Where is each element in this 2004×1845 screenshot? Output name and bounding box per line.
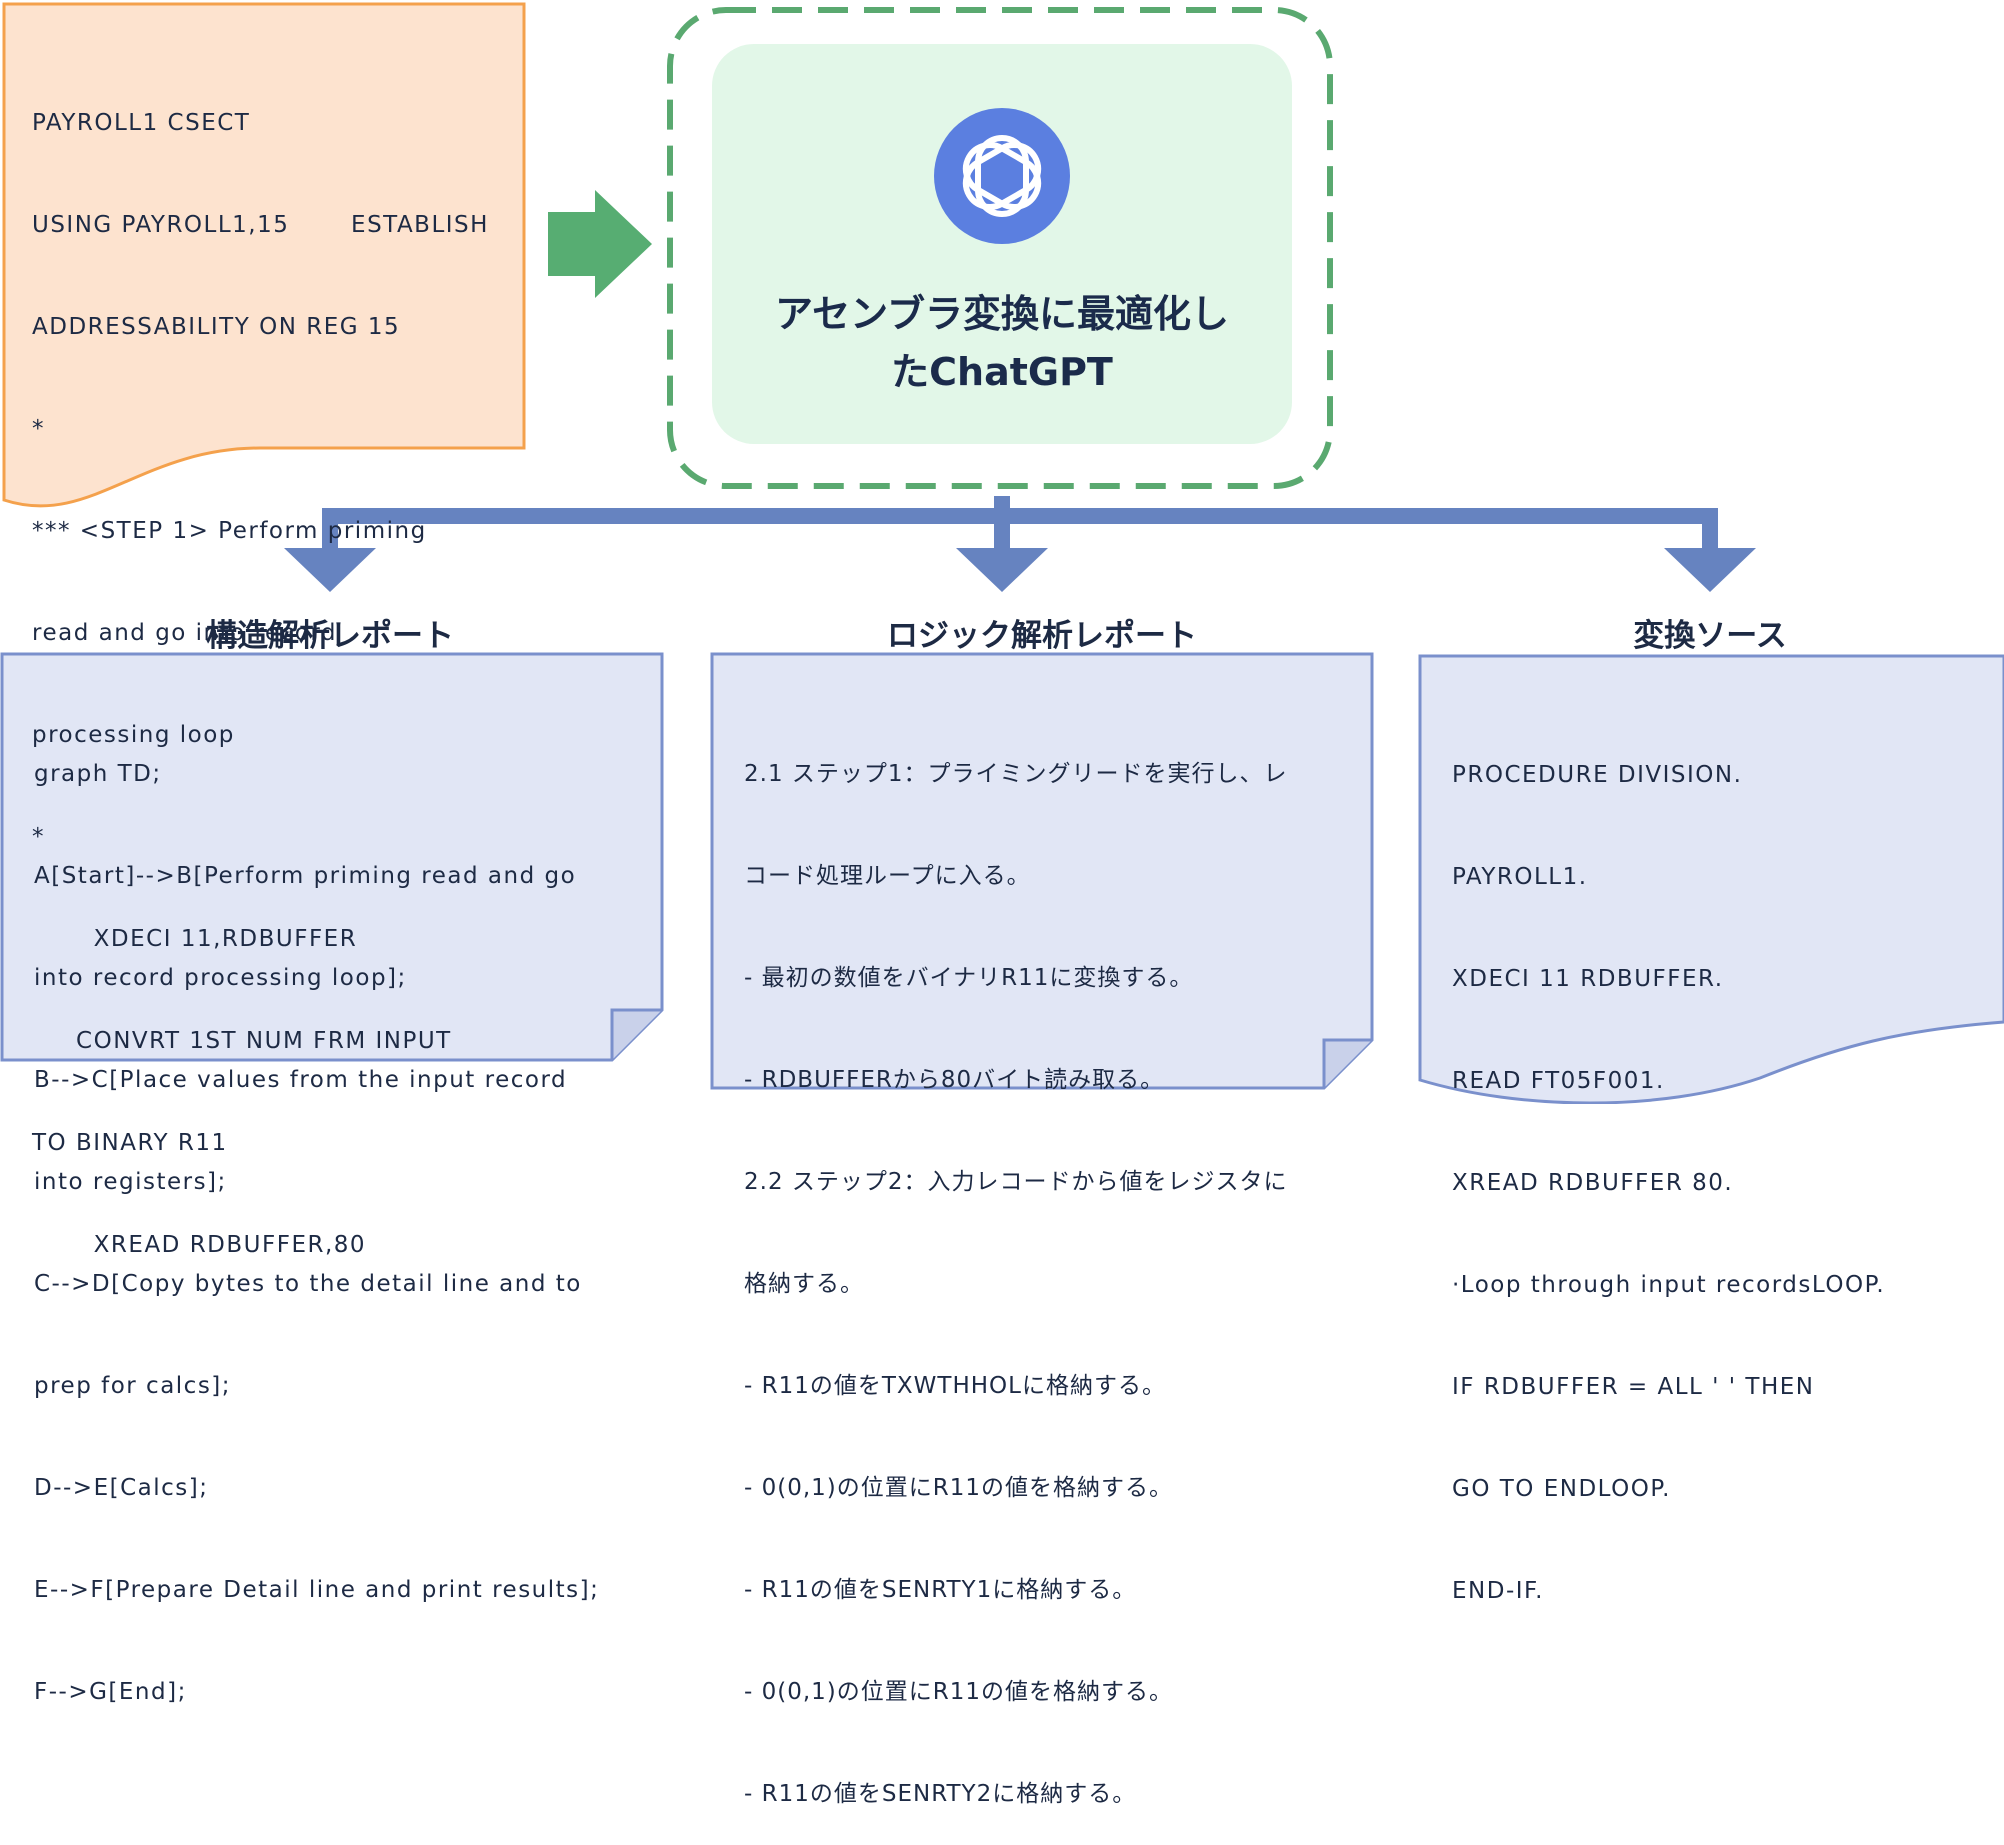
report-line: コード処理ループに入る。 xyxy=(744,863,1031,889)
report-line: - 0(0,1)の位置にR11の値を格納する。 xyxy=(744,1475,1174,1501)
source-line: ADDRESSABILITY ON REG 15 xyxy=(32,314,401,340)
structure-report-heading: 構造解析レポート xyxy=(206,618,454,654)
chatgpt-title-line2: たChatGPT xyxy=(891,350,1113,394)
chatgpt-dashed-frame xyxy=(667,7,1333,489)
structure-report-body: graph TD; A[Start]-->B[Perform priming r… xyxy=(34,689,599,1743)
report-line: READ FT05F001. xyxy=(1452,1068,1665,1094)
structure-report-fold xyxy=(610,1008,662,1060)
report-line: B-->C[Place values from the input record xyxy=(34,1067,568,1093)
report-line: 2.2 ステップ2：入力レコードから値をレジスタに xyxy=(744,1169,1288,1195)
report-line: A[Start]-->B[Perform priming read and go xyxy=(34,863,577,889)
report-line: 2.1 ステップ1：プライミングリードを実行し、レ xyxy=(744,761,1288,787)
logic-report-heading: ロジック解析レポート xyxy=(887,618,1197,654)
report-line: - RDBUFFERから80バイト読み取る。 xyxy=(744,1067,1165,1093)
source-line: PAYROLL1 CSECT xyxy=(32,110,251,136)
chatgpt-logo-icon xyxy=(934,108,1070,244)
source-line: XDECI 11,RDBUFFER xyxy=(32,926,358,952)
report-line: XDECI 11 RDBUFFER. xyxy=(1452,966,1724,992)
source-line: *** <STEP 1> Perform priming xyxy=(32,518,427,544)
report-line: PROCEDURE DIVISION. xyxy=(1452,762,1743,788)
report-line: - 0(0,1)の位置にR11の値を格納する。 xyxy=(744,1679,1174,1705)
source-document-shape xyxy=(2,2,526,508)
report-line: into registers]; xyxy=(34,1169,227,1195)
report-line: - R11の値をSENRTY2に格納する。 xyxy=(744,1781,1137,1807)
chatgpt-title: アセンブラ変換に最適化し たChatGPT xyxy=(712,285,1292,401)
source-line: * xyxy=(32,416,45,442)
report-line: END-IF. xyxy=(1452,1578,1544,1604)
report-line: into record processing loop]; xyxy=(34,965,407,991)
converted-source-body: PROCEDURE DIVISION. PAYROLL1. XDECI 11 R… xyxy=(1452,690,1885,1642)
report-line: - R11の値をSENRTY1に格納する。 xyxy=(744,1577,1137,1603)
report-line: D-->E[Calcs]; xyxy=(34,1475,209,1501)
green-input-arrow xyxy=(548,190,652,298)
diagram-canvas xyxy=(0,2,2004,1104)
report-line: IF RDBUFFER = ALL ' ' THEN xyxy=(1452,1374,1815,1400)
report-line: 格納する。 xyxy=(744,1271,864,1297)
report-line: C-->D[Copy bytes to the detail line and … xyxy=(34,1271,582,1297)
report-line: prep for calcs]; xyxy=(34,1373,232,1399)
source-line: USING PAYROLL1,15 ESTABLISH xyxy=(32,212,489,238)
report-line: F-->G[End]; xyxy=(34,1679,187,1705)
logic-report-fold xyxy=(1322,1038,1372,1088)
arrow-to-structure-report xyxy=(284,548,376,592)
report-line: - R11の値をTXWTHHOLに格納する。 xyxy=(744,1373,1166,1399)
report-line: E-->F[Prepare Detail line and print resu… xyxy=(34,1577,600,1603)
source-line: CONVRT 1ST NUM FRM INPUT xyxy=(32,1028,452,1054)
report-line: GO TO ENDLOOP. xyxy=(1452,1476,1671,1502)
report-line: - 最初の数値をバイナリR11に変換する。 xyxy=(744,965,1194,991)
report-line: ·Loop through input recordsLOOP. xyxy=(1452,1272,1886,1298)
report-line: PAYROLL1. xyxy=(1452,864,1588,890)
arrow-to-converted-source xyxy=(1664,548,1756,592)
report-line: XREAD RDBUFFER 80. xyxy=(1452,1170,1734,1196)
source-line: processing loop xyxy=(32,722,235,748)
report-line: graph TD; xyxy=(34,761,162,787)
chatgpt-title-line1: アセンブラ変換に最適化し xyxy=(774,292,1230,336)
source-line: * xyxy=(32,824,45,850)
logic-report-body: 2.1 ステップ1：プライミングリードを実行し、レ コード処理ループに入る。 -… xyxy=(744,689,1288,1845)
arrow-to-logic-report xyxy=(956,548,1048,592)
converted-source-document xyxy=(1418,654,2004,1104)
converted-source-heading: 変換ソース xyxy=(1633,618,1787,654)
source-line: read and go into record xyxy=(32,620,338,646)
